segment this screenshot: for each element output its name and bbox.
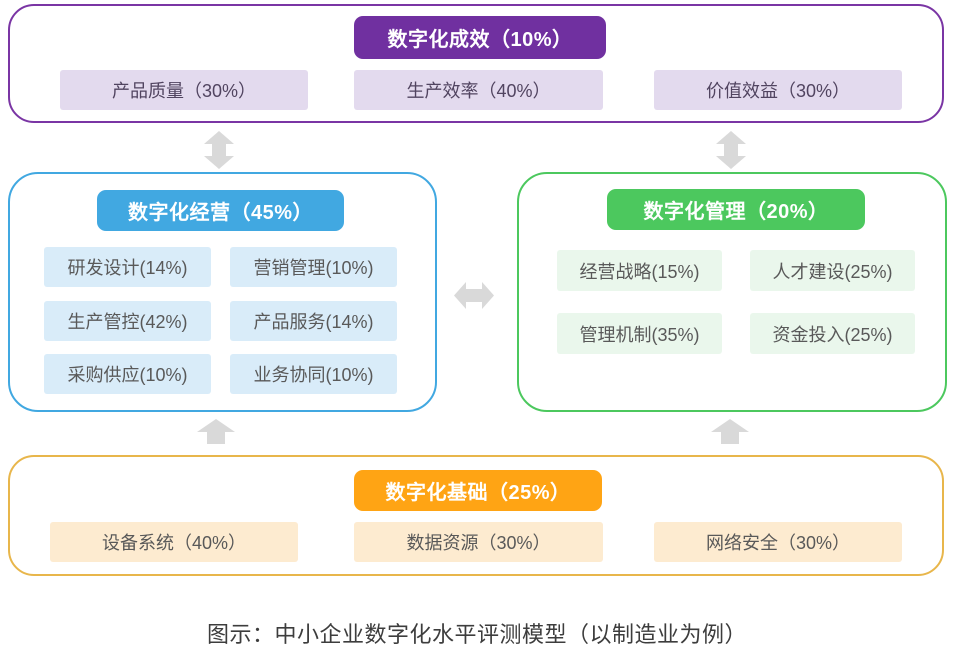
- operation-section-title: 数字化经营（45%）: [97, 190, 344, 231]
- up-arrow-icon: [711, 419, 749, 444]
- up-down-arrow-icon: [204, 131, 234, 169]
- up-arrow-icon: [197, 419, 235, 444]
- management-section: 数字化管理（20%） 经营战略(15%) 人才建设(25%) 管理机制(35%)…: [517, 172, 947, 412]
- operation-item-procurement-supply: 采购供应(10%): [44, 354, 211, 394]
- operation-item-marketing-management: 营销管理(10%): [230, 247, 397, 287]
- foundation-item-data-resources: 数据资源（30%）: [354, 522, 603, 562]
- foundation-section: 数字化基础（25%） 设备系统（40%） 数据资源（30%） 网络安全（30%）: [8, 455, 944, 576]
- management-item-capital-investment: 资金投入(25%): [750, 313, 915, 354]
- operation-item-rd-design: 研发设计(14%): [44, 247, 211, 287]
- management-section-title: 数字化管理（20%）: [607, 189, 865, 230]
- outcome-item-production-efficiency: 生产效率（40%）: [354, 70, 603, 110]
- operation-section: 数字化经营（45%） 研发设计(14%) 营销管理(10%) 生产管控(42%)…: [8, 172, 437, 412]
- outcome-section-title: 数字化成效（10%）: [354, 16, 606, 59]
- operation-item-product-service: 产品服务(14%): [230, 301, 397, 341]
- foundation-section-title: 数字化基础（25%）: [354, 470, 602, 511]
- diagram-caption: 图示：中小企业数字化水平评测模型（以制造业为例）: [206, 622, 747, 647]
- up-down-arrow-icon: [716, 131, 746, 169]
- operation-item-business-collaboration: 业务协同(10%): [230, 354, 397, 394]
- management-item-talent-development: 人才建设(25%): [750, 250, 915, 291]
- left-right-arrow-icon: [454, 282, 494, 309]
- outcome-item-value-benefit: 价值效益（30%）: [654, 70, 902, 110]
- outcome-section: 数字化成效（10%） 产品质量（30%） 生产效率（40%） 价值效益（30%）: [8, 4, 944, 123]
- foundation-item-network-security: 网络安全（30%）: [654, 522, 902, 562]
- management-item-management-mechanism: 管理机制(35%): [557, 313, 722, 354]
- outcome-item-product-quality: 产品质量（30%）: [60, 70, 308, 110]
- operation-item-production-control: 生产管控(42%): [44, 301, 211, 341]
- management-item-business-strategy: 经营战略(15%): [557, 250, 722, 291]
- foundation-item-equipment-systems: 设备系统（40%）: [50, 522, 298, 562]
